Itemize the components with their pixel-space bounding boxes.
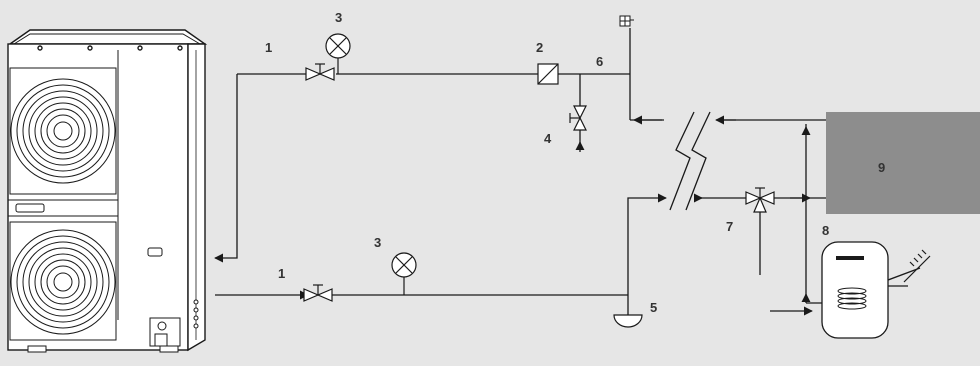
fan-top-icon — [9, 67, 117, 195]
three-way-valve-icon — [745, 187, 775, 213]
fan-bottom-icon — [9, 221, 117, 341]
label-air-vent: 6 — [596, 54, 603, 69]
tank-sensor-icon — [903, 249, 931, 283]
air-vent-icon — [619, 15, 634, 27]
gauge-return-icon — [391, 252, 417, 295]
shutoff-valve-return-icon — [303, 284, 333, 302]
pipework — [214, 28, 908, 315]
label-gauge-return: 3 — [374, 235, 381, 250]
label-three-way-valve: 7 — [726, 219, 733, 234]
label-emitter: 9 — [878, 160, 885, 175]
shutoff-valve-supply-icon — [305, 63, 335, 81]
label-drain-valve: 4 — [544, 131, 552, 146]
label-valve-supply: 1 — [265, 40, 272, 55]
supply-pipe — [214, 74, 238, 263]
label-drain-trap: 5 — [650, 300, 657, 315]
label-gauge-supply: 3 — [335, 10, 342, 25]
label-valve-return: 1 — [278, 266, 285, 281]
pipe-break-icon — [669, 111, 711, 211]
component-labels: 1 3 2 6 4 3 1 5 7 8 9 — [265, 10, 885, 315]
heat-pump-unit — [7, 29, 208, 353]
heat-emitter — [826, 112, 980, 214]
filter-icon — [537, 63, 559, 85]
drain-trap-icon — [613, 314, 643, 328]
label-dhw-tank: 8 — [822, 223, 829, 238]
label-filter: 2 — [536, 40, 543, 55]
gauge-supply-icon — [325, 33, 351, 74]
dhw-tank-icon — [821, 241, 921, 339]
flow-arrows — [299, 115, 813, 316]
drain-valve-icon — [569, 105, 587, 131]
